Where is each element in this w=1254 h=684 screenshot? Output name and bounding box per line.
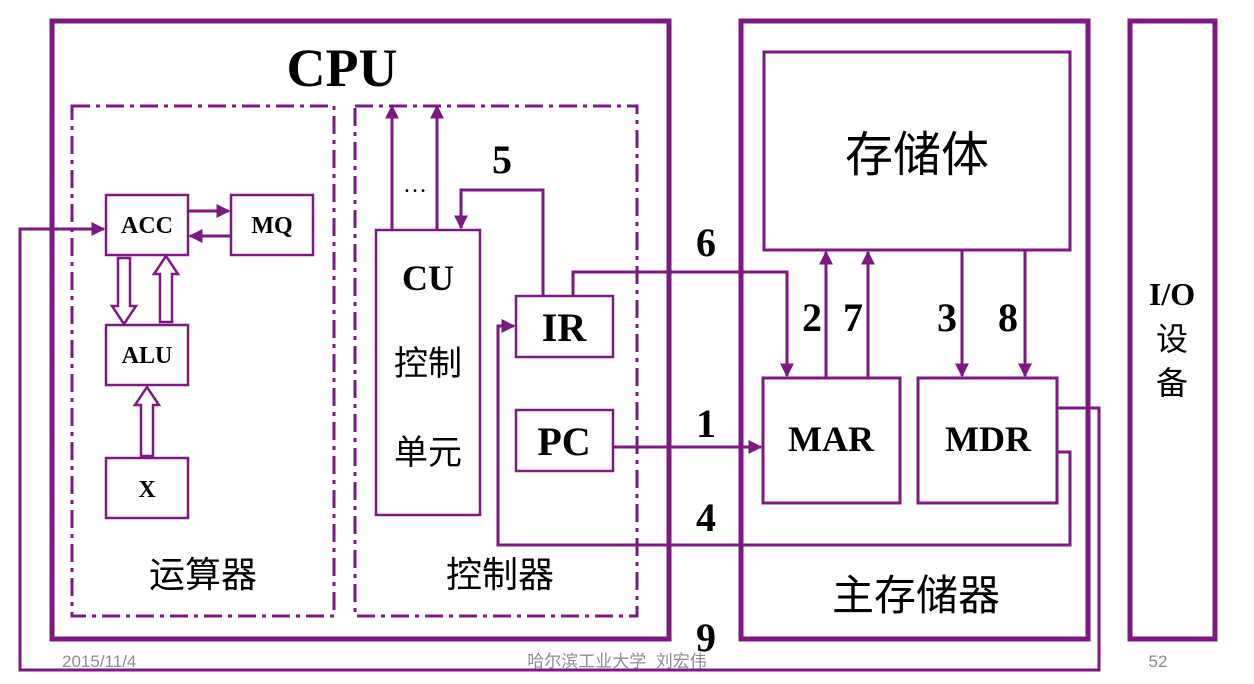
memory-box xyxy=(738,18,1091,642)
mdr-register xyxy=(916,376,1059,505)
control-section-label: 控制器 xyxy=(446,555,554,596)
io-label-line1: I/O xyxy=(1149,276,1195,312)
path-4-mdr-to-ir xyxy=(496,319,1072,547)
path-6-ir-to-mar xyxy=(571,270,794,378)
acc-to-alu-bus-arrow xyxy=(109,256,139,327)
step-2-label: 2 xyxy=(802,295,822,340)
ir-register xyxy=(514,294,615,359)
mar-label: MAR xyxy=(788,419,875,459)
io-label-line3: 备 xyxy=(1156,364,1188,402)
x-register xyxy=(104,456,190,520)
storage-label: 存储体 xyxy=(845,127,989,183)
ir-label: IR xyxy=(542,305,588,350)
footer-institution: 哈尔滨工业大学 刘宏伟 xyxy=(527,652,706,671)
pc-register xyxy=(514,408,615,473)
path-5-ir-to-cu xyxy=(454,188,545,296)
x-to-alu-bus-arrow xyxy=(132,384,162,458)
memory-label: 主存储器 xyxy=(832,571,1000,620)
acc-register xyxy=(104,193,190,257)
mar-register xyxy=(761,376,902,505)
cu-sub-label-2: 单元 xyxy=(394,433,462,473)
step-9-label: 9 xyxy=(696,615,716,660)
mq-label: MQ xyxy=(251,213,292,239)
footer-date: 2015/11/4 xyxy=(62,652,136,671)
x-label: X xyxy=(138,477,156,503)
pc-label: PC xyxy=(537,419,590,464)
storage-box xyxy=(762,50,1072,252)
step-1-label: 1 xyxy=(696,401,716,446)
alu-to-acc-bus-arrow xyxy=(151,253,181,324)
cpu-title: CPU xyxy=(287,38,398,98)
cu-signals-ellipsis: … xyxy=(403,172,427,198)
acc-label: ACC xyxy=(121,213,173,239)
mq-register xyxy=(229,193,315,257)
step-8-label: 8 xyxy=(998,295,1018,340)
step-5-label: 5 xyxy=(492,137,512,182)
alu-section-label: 运算器 xyxy=(149,555,257,596)
cu-box xyxy=(374,228,482,517)
io-label-line2: 设 xyxy=(1156,320,1188,358)
io-box xyxy=(1127,18,1218,642)
path-9-mdr-to-acc xyxy=(18,222,1101,672)
cu-label: CU xyxy=(402,258,454,298)
step-6-label: 6 xyxy=(696,220,716,265)
alu-section-box xyxy=(70,104,336,618)
step-4-label: 4 xyxy=(696,495,716,540)
step-3-label: 3 xyxy=(937,295,957,340)
footer-page-number: 52 xyxy=(1149,652,1168,671)
step-7-label: 7 xyxy=(843,295,863,340)
cu-sub-label-1: 控制 xyxy=(394,344,462,384)
cpu-box xyxy=(49,18,672,642)
control-section-box xyxy=(353,104,639,618)
alu-label: ALU xyxy=(122,343,173,369)
mdr-label: MDR xyxy=(945,419,1032,459)
